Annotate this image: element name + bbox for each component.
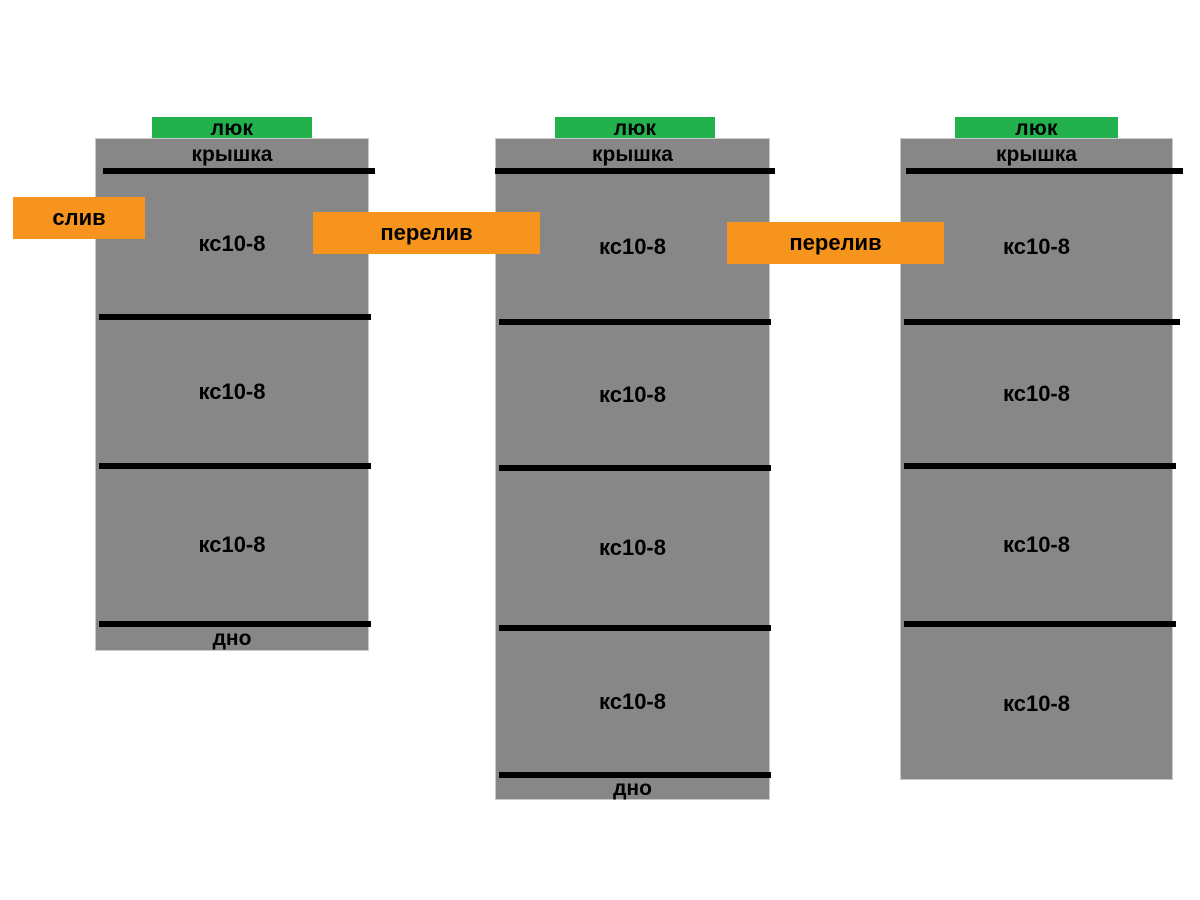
well-3-segment-ring-4: кс10-8 [900, 627, 1173, 780]
well-1-segment-cover: крышка [95, 138, 369, 171]
well-1-divider-3 [99, 463, 371, 469]
segment-label: кс10-8 [1003, 381, 1070, 406]
segment-label: кс10-8 [1003, 532, 1070, 557]
well-2-segment-ring-4: кс10-8 [495, 631, 770, 772]
well-2-divider-2 [499, 319, 771, 325]
well-1-divider-2 [99, 314, 371, 320]
well-1-divider-1 [103, 168, 375, 174]
pipe-overflow-1: перелив [313, 212, 540, 254]
well-3-segment-ring-3: кс10-8 [900, 469, 1173, 621]
well-2-divider-3 [499, 465, 771, 471]
well-3-divider-2 [904, 319, 1180, 325]
segment-label: кс10-8 [198, 532, 266, 557]
pipe-label: слив [52, 205, 106, 230]
hatch-label: люк [1015, 116, 1058, 140]
well-1-segment-ring-3: кс10-8 [95, 469, 369, 621]
segment-label: крышка [191, 143, 273, 166]
well-3-segment-ring-2: кс10-8 [900, 325, 1173, 463]
well-3-divider-1 [906, 168, 1183, 174]
well-2-divider-4 [499, 625, 771, 631]
well-2-divider-1 [495, 168, 775, 174]
well-3-divider-3 [904, 463, 1176, 469]
segment-label: дно [613, 776, 652, 800]
well-2-segment-cover: крышка [495, 138, 770, 171]
pipe-label: перелив [789, 230, 882, 255]
well-2-segment-bottom: дно [495, 776, 770, 800]
well-3-segment-cover: крышка [900, 138, 1173, 171]
well-1-segment-bottom: дно [95, 625, 369, 651]
segment-label: кс10-8 [599, 382, 666, 407]
segment-label: крышка [996, 143, 1077, 166]
segment-label: кс10-8 [599, 535, 666, 560]
segment-label: кс10-8 [599, 233, 666, 259]
pipe-overflow-2: перелив [727, 222, 944, 264]
segment-label: кс10-8 [198, 231, 266, 256]
pipe-label: перелив [380, 220, 473, 245]
hatch-well-1: люк [152, 117, 312, 139]
well-1-divider-4 [99, 621, 371, 627]
well-2-segment-ring-3: кс10-8 [495, 471, 770, 625]
hatch-label: люк [210, 116, 254, 140]
well-3-divider-4 [904, 621, 1176, 627]
segment-label: кс10-8 [599, 688, 666, 714]
segment-label: дно [212, 626, 252, 650]
hatch-well-3: люк [955, 117, 1118, 139]
hatch-label: люк [613, 116, 657, 140]
well-2-divider-5 [499, 772, 771, 778]
segment-label: крышка [592, 143, 673, 166]
segment-label: кс10-8 [198, 378, 266, 404]
well-2-segment-ring-2: кс10-8 [495, 325, 770, 465]
segment-label: кс10-8 [1003, 233, 1070, 259]
well-1-segment-ring-2: кс10-8 [95, 320, 369, 463]
pipe-drain: слив [13, 197, 145, 239]
segment-label: кс10-8 [1003, 690, 1070, 716]
hatch-well-2: люк [555, 117, 715, 139]
